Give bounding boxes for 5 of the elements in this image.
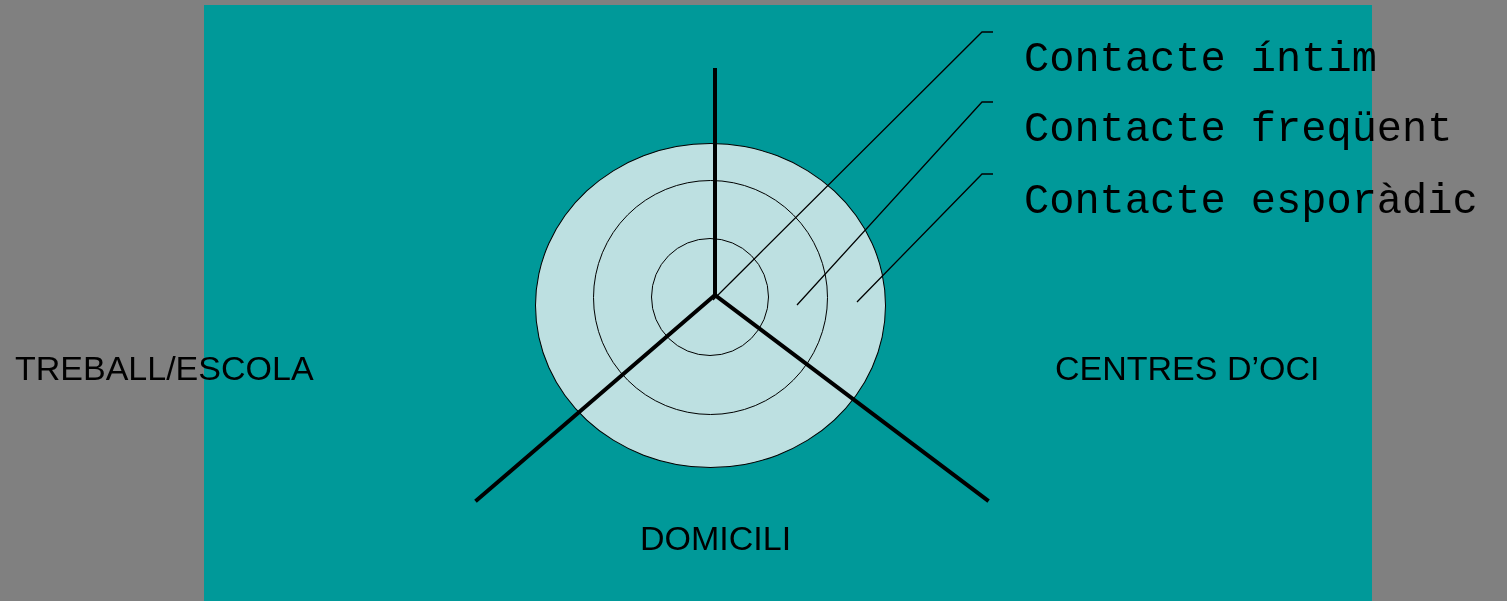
leader-line bbox=[856, 173, 994, 303]
leader-line bbox=[796, 101, 994, 306]
sector-label: CENTRES D’OCI bbox=[1055, 348, 1320, 388]
leader-line bbox=[712, 31, 994, 301]
sector-label: DOMICILI bbox=[640, 518, 792, 558]
